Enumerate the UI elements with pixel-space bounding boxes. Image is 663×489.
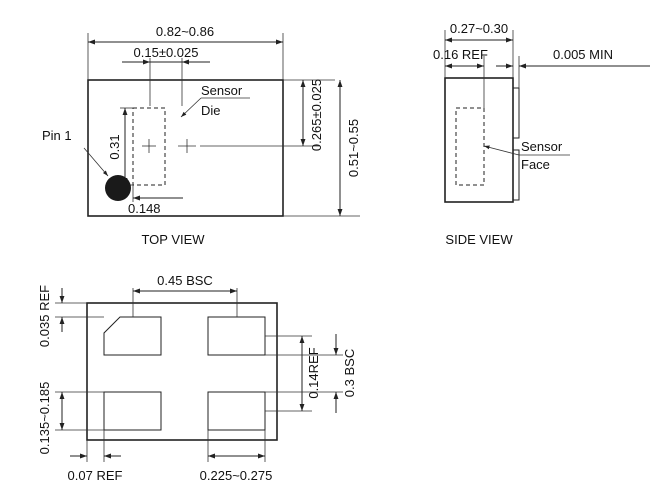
top-view-package-outline [87, 79, 284, 217]
dim-pitch-x: 0.45 BSC [157, 273, 213, 288]
sensor-face-upper [512, 87, 520, 139]
dim-side-ref: 0.16 REF [433, 47, 488, 62]
label-sensor-face-2: Face [521, 157, 550, 172]
label-die: Die [201, 103, 221, 118]
dim-pad-width: 0.225~0.275 [200, 468, 273, 483]
top-view: 0.82~0.86 0.15±0.025 Sensor Die 0.31 Pin… [42, 24, 361, 247]
dim-pin-offset: 0.148 [128, 201, 161, 216]
bottom-view-package-outline [86, 302, 278, 441]
label-pin1: Pin 1 [42, 128, 72, 143]
pin1-marker [105, 175, 131, 201]
dim-sensor-height: 0.31 [107, 134, 122, 159]
dim-side-min: 0.005 MIN [553, 47, 613, 62]
top-view-caption: TOP VIEW [141, 232, 205, 247]
dim-pitch-y: 0.3 BSC [342, 349, 357, 397]
sensor-die-outline [132, 107, 166, 186]
dim-width: 0.51~0.55 [346, 119, 361, 177]
sensor-face-lower [512, 149, 520, 201]
label-sensor-face-1: Sensor [521, 139, 563, 154]
dim-pad-ref: 0.14REF [306, 347, 321, 398]
pad-2 [207, 316, 266, 356]
dim-sensor-y: 0.265±0.025 [309, 79, 324, 151]
dim-length: 0.82~0.86 [156, 24, 214, 39]
side-view: 0.27~0.30 0.16 REF 0.005 MIN Sensor Face… [433, 21, 650, 247]
pad-1 [103, 316, 162, 356]
label-sensor: Sensor [201, 83, 243, 98]
side-view-package-outline [444, 77, 514, 203]
dim-edge-ref: 0.035 REF [37, 285, 52, 347]
dim-side-height: 0.27~0.30 [450, 21, 508, 36]
pad-3 [103, 391, 162, 431]
side-view-caption: SIDE VIEW [445, 232, 513, 247]
sensor-leader [180, 97, 202, 118]
side-sensor-die [455, 107, 485, 186]
bottom-view: 0.45 BSC 0.035 REF 0.135~0.185 0.07 REF … [37, 273, 357, 483]
dim-pad-length: 0.135~0.185 [37, 382, 52, 455]
dim-edge-x: 0.07 REF [68, 468, 123, 483]
dim-sensor-width: 0.15±0.025 [134, 45, 199, 60]
pad-4 [207, 391, 266, 431]
